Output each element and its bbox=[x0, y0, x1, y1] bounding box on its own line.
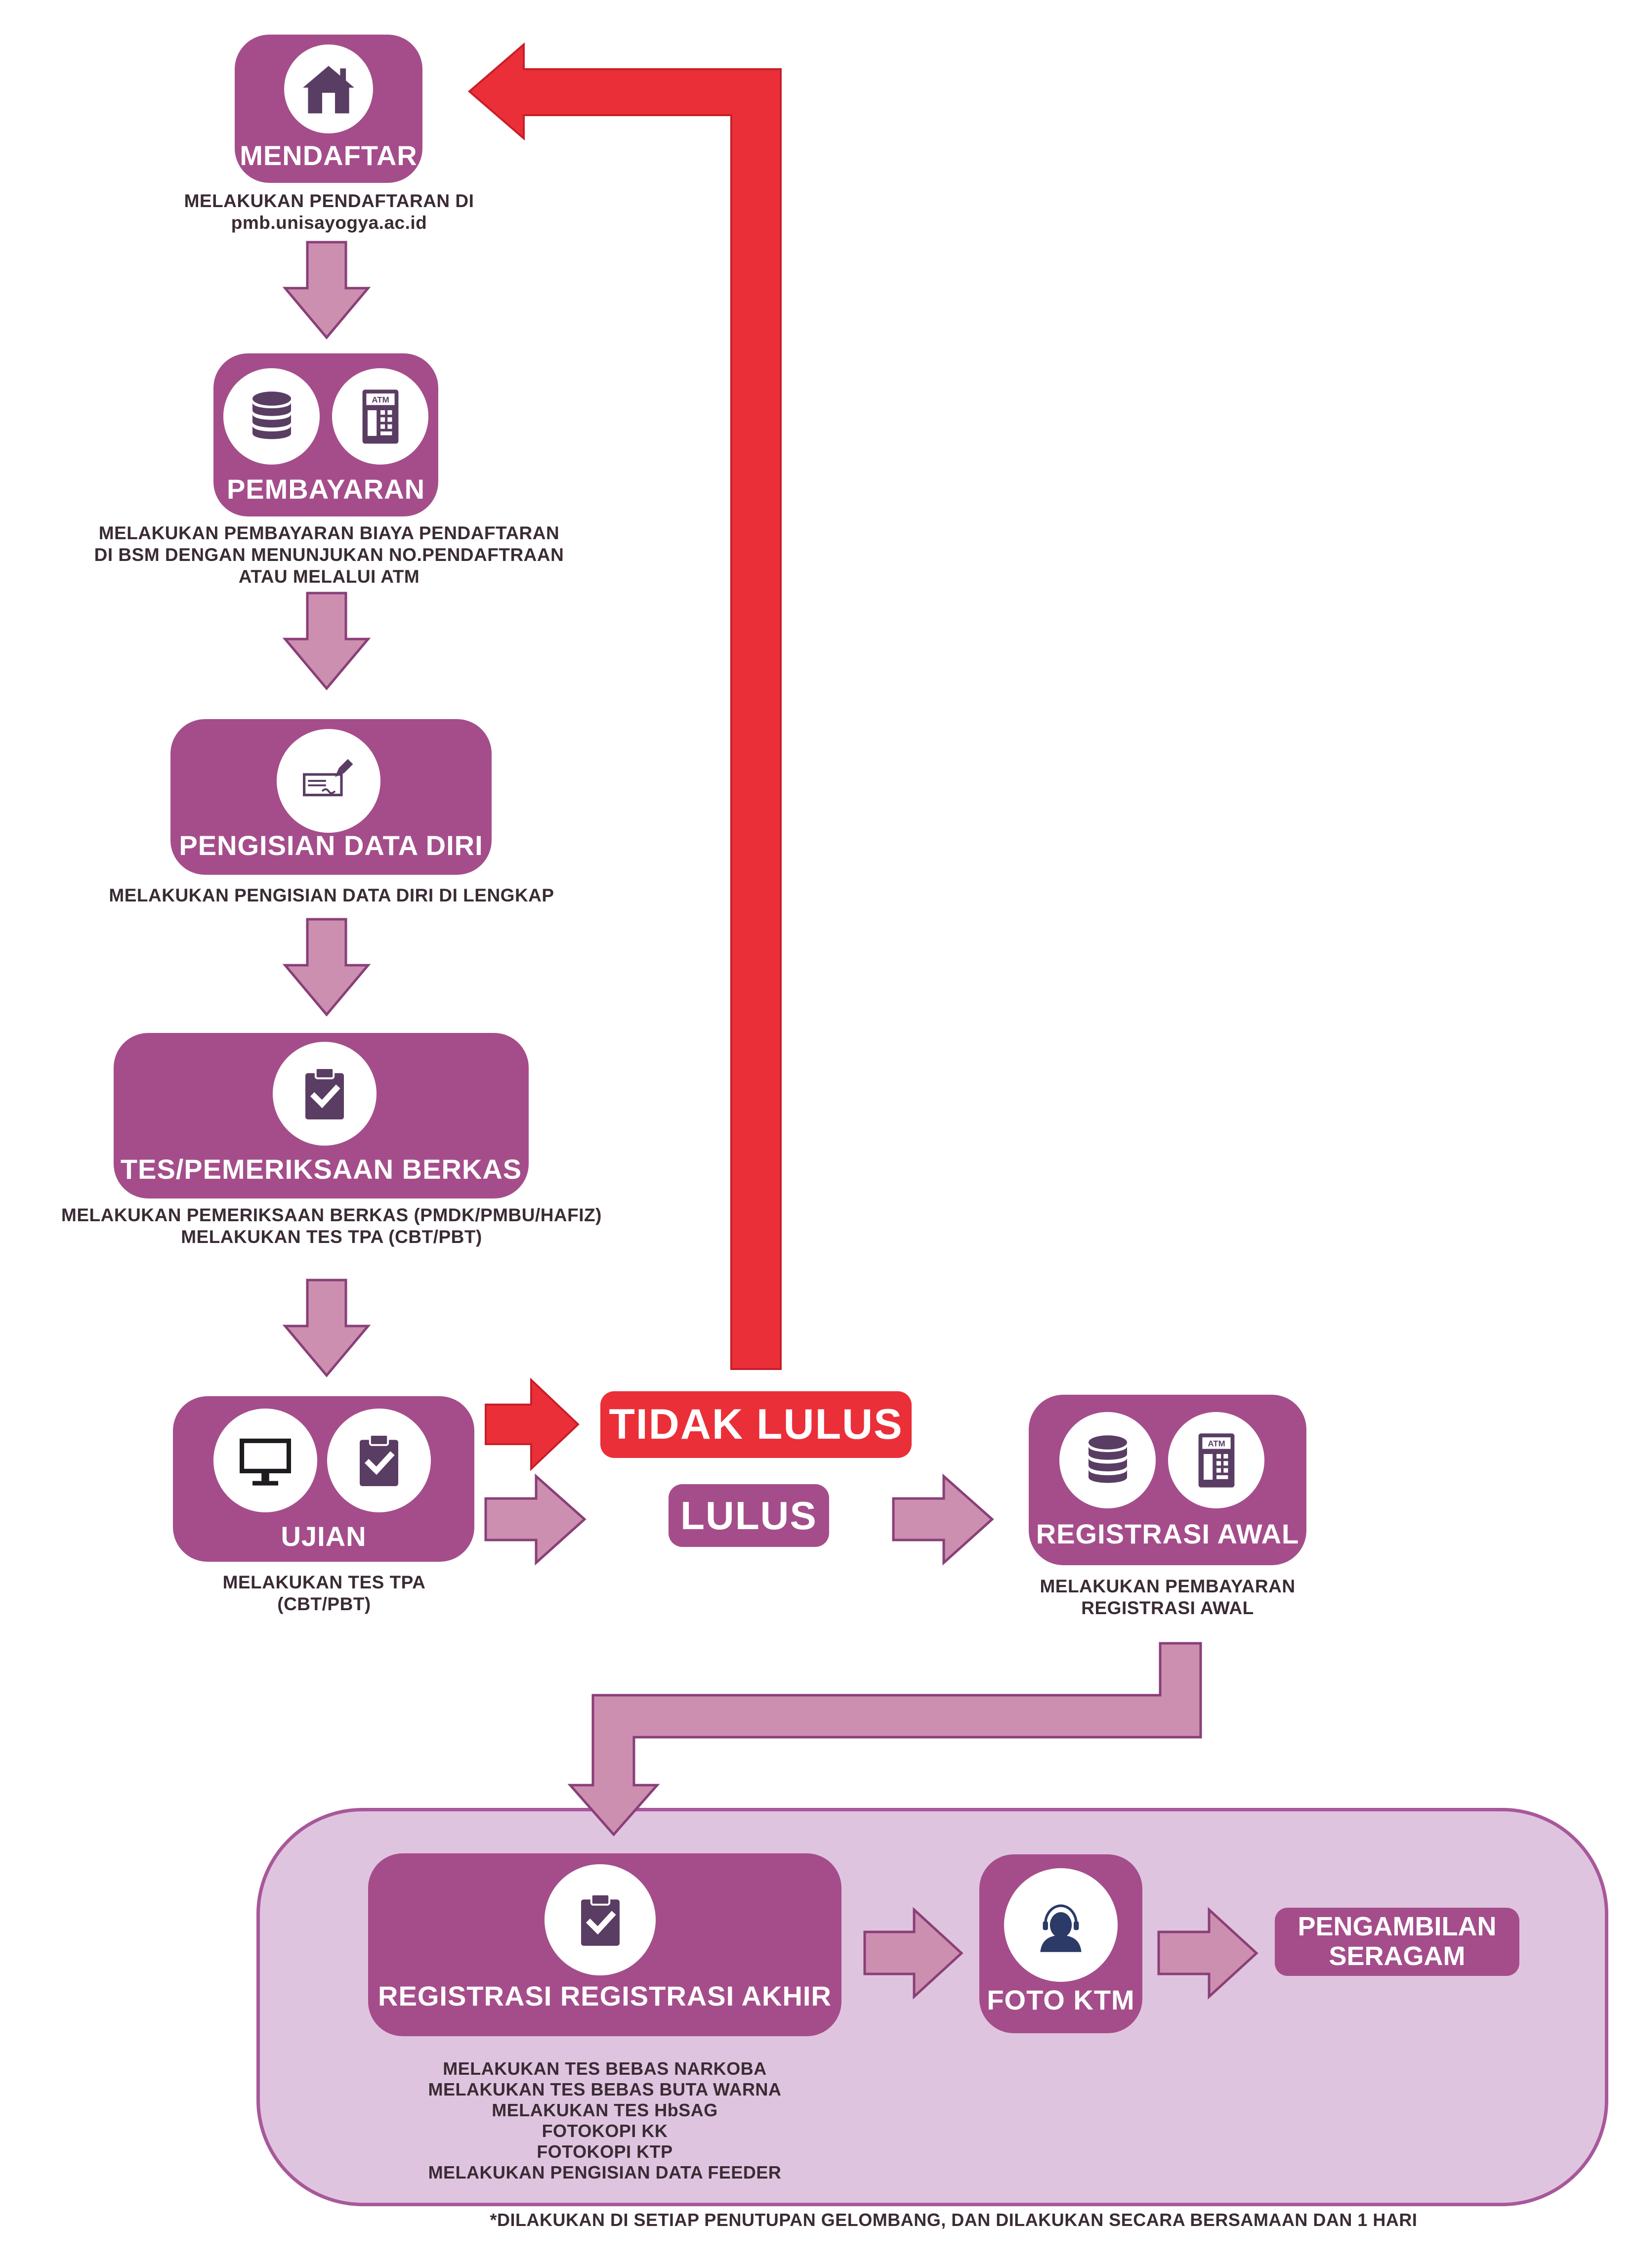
step-description: MELAKUKAN PEMERIKSAAN BERKAS (PMDK/PMBU/… bbox=[61, 1205, 602, 1247]
svg-text:ATM: ATM bbox=[372, 395, 389, 404]
atm-icon: ATM bbox=[362, 389, 398, 444]
arrow-down-3 bbox=[282, 918, 371, 1017]
clipboard-check-icon bbox=[305, 1067, 344, 1119]
clipboard-circle bbox=[327, 1409, 431, 1512]
arrow-elbow-down bbox=[567, 1642, 1202, 1837]
house-icon bbox=[303, 66, 354, 114]
footnote: *DILAKUKAN DI SETIAP PENUTUPAN GELOMBANG… bbox=[490, 2210, 1418, 2230]
step-description: MELAKUKAN TES TPA (CBT/PBT) bbox=[222, 1572, 426, 1614]
step-title: UJIAN bbox=[281, 1521, 367, 1552]
arrow-return-loop bbox=[467, 42, 782, 1370]
atm-icon: ATM bbox=[1198, 1433, 1234, 1488]
step-registrasi-awal: ATM REGISTRASI AWAL bbox=[1029, 1395, 1306, 1565]
step-pengisian-data-diri: PENGISIAN DATA DIRI bbox=[170, 719, 492, 875]
step-title: TES/PEMERIKSAAN BERKAS bbox=[120, 1154, 522, 1185]
step-description: MELAKUKAN PEMBAYARAN BIAYA PENDAFTARAN D… bbox=[94, 523, 564, 587]
tidak-lulus-tag: TIDAK LULUS bbox=[600, 1391, 912, 1458]
step-title: REGISTRASI AWAL bbox=[1036, 1518, 1299, 1549]
arrow-down-1 bbox=[282, 241, 371, 340]
step-foto-ktm: FOTO KTM bbox=[979, 1854, 1142, 2033]
arrow-down-4 bbox=[282, 1279, 371, 1377]
monitor-circle bbox=[213, 1409, 317, 1512]
clipboard-circle bbox=[273, 1042, 377, 1146]
clipboard-check-icon bbox=[581, 1893, 620, 1946]
atm-circle: ATM bbox=[1168, 1412, 1264, 1508]
lulus-tag: LULUS bbox=[669, 1484, 829, 1547]
database-icon bbox=[1088, 1435, 1127, 1483]
step-ujian: UJIAN bbox=[173, 1396, 474, 1562]
cheque-circle bbox=[277, 729, 380, 833]
arrow-right-fail bbox=[485, 1377, 580, 1471]
monitor-icon bbox=[240, 1438, 291, 1486]
step-title: MENDAFTAR bbox=[240, 140, 418, 171]
step-registrasi-akhir: REGISTRASI REGISTRASI AKHIR bbox=[368, 1853, 841, 2036]
step-pembayaran: ATM PEMBAYARAN bbox=[213, 353, 438, 516]
step-mendaftar: MENDAFTAR bbox=[235, 35, 422, 183]
step-title: FOTO KTM bbox=[987, 1984, 1135, 2015]
cheque-pen-icon bbox=[303, 759, 353, 797]
clipboard-check-icon bbox=[360, 1434, 398, 1486]
arrow-right-registrasi bbox=[892, 1473, 994, 1566]
database-icon bbox=[252, 391, 291, 439]
step-description: MELAKUKAN PENGISIAN DATA DIRI DI LENGKAP bbox=[109, 885, 554, 905]
person-circle bbox=[1004, 1868, 1118, 1982]
step-pengambilan-seragam: PENGAMBILAN SERAGAM bbox=[1275, 1908, 1519, 1976]
arrow-right-foto bbox=[863, 1907, 964, 2000]
step-title: PEMBAYARAN bbox=[226, 473, 425, 505]
step-description: MELAKUKAN PENDAFTARAN DI pmb.unisayogya.… bbox=[184, 191, 474, 233]
arrow-right-seragam bbox=[1157, 1907, 1258, 2000]
clipboard-circle bbox=[545, 1864, 656, 1975]
person-headset-icon bbox=[1040, 1904, 1082, 1952]
step-title: PENGISIAN DATA DIRI bbox=[179, 830, 483, 861]
database-circle bbox=[223, 368, 320, 465]
step-description: MELAKUKAN PEMBAYARAN REGISTRASI AWAL bbox=[1040, 1576, 1296, 1618]
step-title: REGISTRASI REGISTRASI AKHIR bbox=[378, 1980, 832, 2011]
arrow-right-pass bbox=[484, 1473, 587, 1566]
database-circle bbox=[1059, 1412, 1156, 1508]
atm-circle: ATM bbox=[332, 368, 428, 465]
house-circle bbox=[284, 44, 373, 133]
arrow-down-2 bbox=[282, 592, 371, 690]
step-title: PENGAMBILAN SERAGAM bbox=[1298, 1912, 1497, 1971]
step-description: MELAKUKAN TES BEBAS NARKOBA MELAKUKAN TE… bbox=[428, 2058, 782, 2182]
svg-text:ATM: ATM bbox=[1208, 1439, 1225, 1448]
step-tes-pemeriksaan-berkas: TES/PEMERIKSAAN BERKAS bbox=[114, 1033, 529, 1198]
